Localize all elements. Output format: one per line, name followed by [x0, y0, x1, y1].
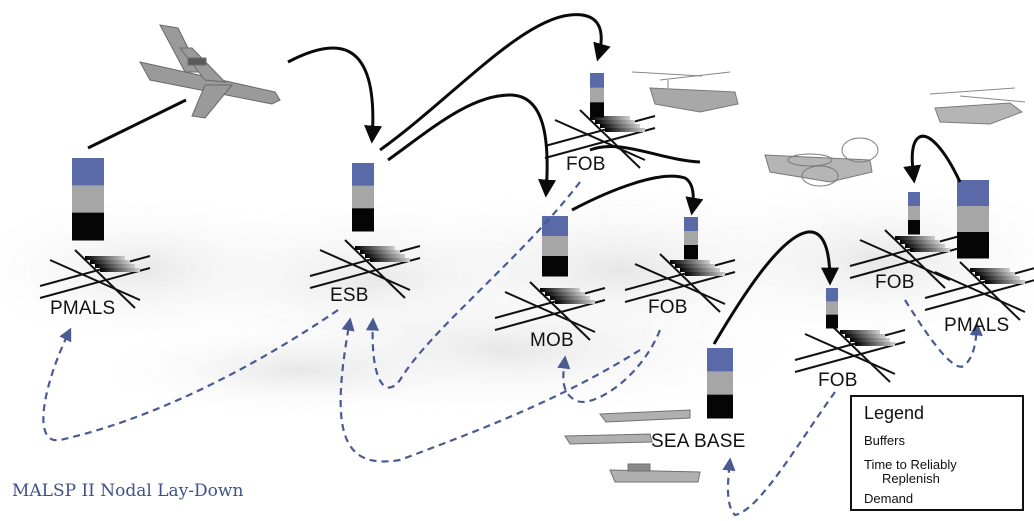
tiltrotor-icon — [764, 137, 879, 187]
legend-demand-label: Demand — [864, 491, 914, 506]
ship-icon — [564, 409, 701, 483]
node-pad-pmals-right — [924, 261, 1034, 321]
buffer-fob-right — [908, 192, 920, 235]
node-pad-fob-right — [849, 229, 961, 289]
buffer-esb — [352, 163, 374, 232]
buffer-pmals-right — [957, 180, 989, 259]
node-label-pmals-right: PMALS — [944, 315, 1010, 336]
cloud-background — [0, 170, 1034, 420]
demand-arrows — [42, 181, 983, 517]
node-pads — [39, 109, 1034, 383]
node-pad-mob — [494, 281, 606, 341]
node-pad-fob-lower — [794, 323, 906, 383]
node-pad-fob-top — [544, 109, 656, 169]
buffer-stacks — [72, 73, 989, 419]
node-label-fob-top: FOB — [566, 154, 606, 175]
helicopter-icon — [631, 71, 739, 113]
replenish-arrows — [87, 13, 962, 345]
buffer-fob-top — [590, 73, 604, 118]
legend-title: Legend — [864, 403, 925, 423]
cargo-plane-icon — [139, 24, 281, 119]
node-pad-esb — [309, 239, 421, 299]
node-label-pmals-left: PMALS — [50, 298, 116, 319]
helicopter-icon — [929, 87, 1026, 125]
node-pad-pmals-left — [39, 249, 151, 309]
node-label-mob: MOB — [530, 330, 574, 351]
node-label-esb: ESB — [330, 285, 369, 306]
buffer-fob-lower — [826, 288, 838, 329]
legend-buffers-label: Buffers — [864, 433, 905, 448]
node-label-fob-lower: FOB — [818, 370, 858, 391]
buffer-fob-mid — [684, 217, 698, 260]
node-label-sea-base: SEA BASE — [651, 431, 746, 452]
legend-box: Legend Buffers Time to Reliably Replenis… — [850, 395, 1024, 511]
legend-time-label-1: Time to Reliably — [864, 457, 957, 472]
buffer-mob — [542, 216, 568, 277]
node-label-fob-mid: FOB — [648, 297, 688, 318]
legend-time-label-2: Replenish — [882, 471, 940, 486]
buffer-sea-base — [707, 348, 733, 419]
diagram-title: MALSP II Nodal Lay-Down — [12, 481, 244, 501]
node-pad-fob-mid — [624, 253, 736, 313]
node-label-fob-right: FOB — [875, 272, 915, 293]
buffer-pmals-left — [72, 158, 104, 241]
